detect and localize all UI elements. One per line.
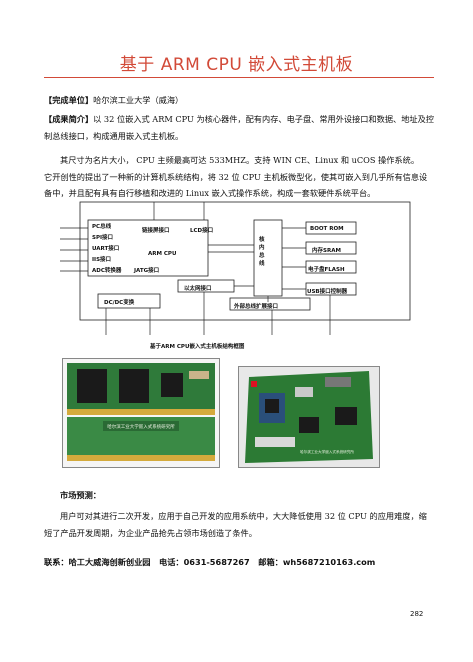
brief-line2: 制总线接口，构成通用嵌入式主机板。 [44, 130, 184, 141]
unit-value: 哈尔滨工业大学（威海） [93, 95, 184, 105]
phone-label: 电话： [159, 557, 184, 567]
eth-label: 以太网接口 [184, 286, 212, 292]
cpu-bottom: JATG接口 [134, 268, 160, 274]
cpu-top-left: 链接屏接口 [142, 228, 170, 234]
diagram-caption: 基于ARM CPU嵌入式主机板结构框图 [150, 344, 245, 350]
contact-label: 联系： [44, 557, 69, 567]
brief-line1: 以 32 位嵌入式 ARM CPU 为核心器件，配有内存、电子盘、常用外设接口和… [93, 114, 434, 124]
brief-paragraph: 【成果简介】以 32 位嵌入式 ARM CPU 为核心器件，配有内存、电子盘、常… [44, 111, 444, 144]
usb-label: USB接口控制器 [307, 289, 348, 295]
port-pc: PC总线 [92, 224, 112, 230]
ext-bus-label: 外部总线扩展接口 [234, 304, 279, 310]
bus-connectors [208, 227, 306, 302]
market-line1: 用户可对其进行二次开发，应用于自己开发的应用系统中，大大降低使用 32 位 CP… [60, 511, 427, 521]
bottom-arrows [105, 292, 331, 335]
desc-line3: 备中，并且配有具有自行移植和改进的 Linux 嵌入式操作系统，构成一套软硬件系… [44, 188, 376, 198]
title-underline [44, 77, 434, 78]
pcb-gold-fingers [67, 409, 215, 415]
contact-org: 哈工大威海创新创业园 [68, 557, 151, 567]
flash-label: 电子盘FLASH [308, 267, 345, 273]
market-heading: 市场预测： [60, 490, 101, 500]
left-ports-list: PC总线 SPI接口 UART接口 IIS接口 ADC转换器 [92, 222, 121, 277]
left-port-arrows [60, 227, 88, 272]
port-adc: ADC转换器 [92, 268, 122, 274]
market-paragraph: 用户可对其进行二次开发，应用于自己开发的应用系统中，大大降低使用 32 位 CP… [44, 508, 464, 541]
unit-line: 【完成单位】哈尔滨工业大学（威海） [44, 92, 183, 109]
desc-line2: 它开创性的提出了一种新的计算机系统结构，将 32 位 CPU 主机板微型化，使其… [44, 171, 428, 182]
port-spi: SPI接口 [92, 235, 114, 241]
dcdc-block [97, 293, 161, 309]
sram-label: 内存SRAM [312, 248, 341, 254]
flash-block [305, 260, 357, 274]
dcdc-label: DC/DC变换 [104, 300, 135, 306]
ext-bus-block [229, 297, 311, 311]
brief-label: 【成果简介】 [44, 114, 94, 124]
top-arrows [153, 202, 205, 220]
cpu-top-right: LCD接口 [190, 228, 214, 234]
market-line2: 短了产品开发周期，为企业产品抢先占领市场创造了条件。 [44, 527, 257, 538]
cpu-center: ARM CPU [148, 251, 177, 257]
desc-paragraph: 其尺寸为名片大小， CPU 主频最高可达 533MHZ。支持 WIN CE、Li… [44, 152, 464, 202]
port-iis: IIS接口 [92, 257, 112, 263]
devboard-silk: 哈尔滨工业大学嵌入式系统研究所 [300, 449, 354, 454]
pcb-photo-left: 哈尔滨工业大学嵌入式系统研究所 [62, 358, 220, 468]
sram-block [305, 241, 357, 255]
email-label: 邮箱： [258, 557, 283, 567]
bus-label: 核内总线 [259, 237, 265, 267]
desc-line1: 其尺寸为名片大小， CPU 主频最高可达 533MHZ。支持 WIN CE、Li… [60, 155, 420, 165]
boot-rom-block [305, 221, 357, 235]
contact-line: 联系：哈工大威海创新创业园 电话：0631-5687267 邮箱：wh56872… [44, 556, 375, 568]
pcb-left-silk: 哈尔滨工业大学嵌入式系统研究所 [107, 423, 175, 430]
port-uart: UART接口 [92, 246, 120, 252]
cpu-outer-block [87, 219, 209, 277]
usb-block [305, 282, 357, 296]
boot-rom-label: BOOT ROM [310, 226, 344, 232]
block-diagram [60, 201, 411, 335]
page-title: 基于 ARM CPU 嵌入式主机板 [119, 55, 354, 75]
email-value[interactable]: wh5687210163.com [282, 557, 376, 567]
phone-value: 0631-5687267 [183, 557, 250, 567]
unit-label: 【完成单位】 [44, 95, 94, 105]
pcb-photo-right: 哈尔滨工业大学嵌入式系统研究所 [238, 366, 380, 468]
page-number: 282 [410, 610, 424, 618]
